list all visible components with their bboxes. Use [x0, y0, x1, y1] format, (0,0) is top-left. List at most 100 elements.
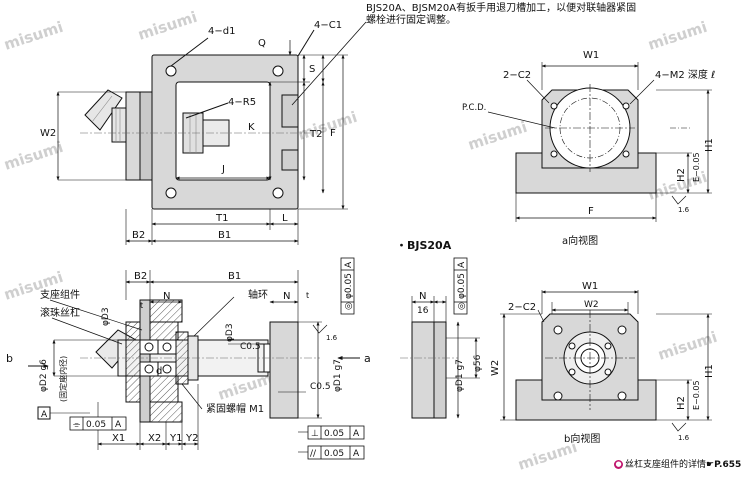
label-16: 16 [417, 306, 429, 316]
detail-link[interactable]: ●丝杠支座组件的详情☛P.655 [614, 457, 741, 470]
tolerance-frame-parallel: // 0.05 A [298, 445, 365, 460]
watermark: misumi [656, 328, 720, 364]
frame-sym: // [310, 449, 317, 459]
label-n1: N [163, 291, 170, 302]
label-d1: φD1 g7 [333, 359, 343, 392]
top-view [56, 21, 367, 245]
label-rough: 1.6 [326, 334, 338, 342]
label-t1: t [140, 301, 143, 310]
label-c2: C0.5 [310, 382, 331, 392]
label-q: Q [258, 38, 266, 49]
label-h1: H1 [704, 138, 715, 152]
label-d: d [156, 366, 162, 377]
label-k: K [248, 122, 255, 133]
watermark: misumi [2, 18, 66, 54]
label-n: N [419, 291, 426, 302]
detail-link-text: 丝杠支座组件的详情 [625, 460, 707, 470]
note-line-2: 螺栓进行固定调整。 [366, 15, 456, 26]
frame-datum: A [457, 261, 467, 268]
label-tap: 4−M2 深度 ℓ [655, 68, 715, 81]
frame-datum: A [353, 449, 360, 459]
label-chamfer: 4−C1 [314, 20, 342, 31]
label-x1: X1 [112, 433, 125, 444]
frame-sym: ⊥ [311, 429, 319, 439]
label-t2: T2 [309, 129, 322, 140]
arrow-icon: ☛ [706, 460, 715, 470]
watermark: misumi [136, 8, 200, 44]
location-pin-icon: ● [614, 460, 623, 469]
frame-tol: 0.05 [324, 449, 344, 459]
a-view-labels: W1 2−C2 4−M2 深度 ℓ P.C.D. H1 H2 E−0.05 F … [462, 50, 715, 247]
label-rough: 1.6 [678, 434, 690, 442]
datum-a: A [41, 410, 48, 420]
tolerance-frame-perpendicular: ⊥ 0.05 A [298, 425, 365, 440]
label-screw: 滚珠丝杠 [40, 306, 80, 319]
label-d2-note: (固定座内径) [58, 356, 68, 402]
label-tol: E−0.05 [692, 380, 701, 410]
label-w1: W1 [583, 50, 599, 61]
watermark: misumi [466, 118, 530, 154]
label-d1: φD1 g7 [455, 359, 465, 392]
bjs20a-labels: ・BJS20A N 16 φD1 g7 φ56 W1 W1 W2 W2 2−C2… [396, 239, 715, 445]
label-s: S [309, 64, 315, 75]
frame-datum: A [353, 429, 360, 439]
label-x2: X2 [148, 433, 161, 444]
bjs20a-b-view [500, 290, 712, 432]
label-f: F [588, 206, 594, 217]
frame-sym: ◎ [457, 302, 467, 310]
drawing-sheet: misumi misumi misumi misumi misumi misum… [2, 3, 741, 474]
label-j: J [221, 164, 225, 175]
label-radius: 4−R5 [228, 97, 256, 108]
technical-drawing: misumi misumi misumi misumi misumi misum… [2, 8, 720, 474]
label-t2: t [306, 291, 309, 300]
section-view [28, 270, 360, 450]
label-d3a: φD3 [101, 307, 111, 326]
label-b2: B2 [132, 230, 145, 241]
label-b1: B1 [218, 230, 231, 241]
frame-datum: A [344, 261, 354, 268]
page-reference: P.655 [714, 460, 741, 470]
label-w2-top: W2 [584, 300, 599, 310]
label-l: L [282, 213, 288, 224]
label-b-arrow: b [6, 352, 13, 365]
top-view-labels: 4−d1 4−C1 4−R5 Q S K J T2 F W2 T1 L B2 B… [40, 20, 342, 241]
label-y2: Y2 [185, 433, 198, 444]
label-d56: φ56 [473, 354, 483, 372]
frame-tol: 0.05 [86, 420, 106, 430]
label-y1: Y1 [169, 433, 182, 444]
label-2c2: 2−C2 [508, 302, 536, 313]
wrench-groove-note: BJS20A、BJSM20A有扳手用退刀槽加工，以便对联轴器紧固 螺栓进行固定调… [366, 3, 656, 27]
tolerance-frame-position: ⌯ 0.05 A [69, 416, 127, 431]
label-f: F [330, 128, 336, 139]
label-2c2: 2−C2 [503, 70, 531, 81]
label-b1: B1 [228, 271, 241, 282]
label-a-arrow: a [364, 352, 371, 365]
watermark: misumi [2, 138, 66, 174]
bjs20a-side [400, 296, 480, 419]
frame-tol: φ0.05 [457, 273, 467, 299]
tolerance-frame-bjs20a: ◎ φ0.05 A [453, 257, 468, 315]
b-view-caption: b向视图 [564, 432, 600, 445]
note-line-1: BJS20A、BJSM20A有扳手用退刀槽加工，以便对联轴器紧固 [366, 3, 637, 14]
label-holes: 4−d1 [208, 26, 235, 37]
section-view-labels: 支座组件 滚珠丝杠 轴环 紧固螺帽 M1 φD3 φD3 φD2 g6 (固定座… [6, 271, 371, 444]
frame-sym: ⌯ [73, 420, 81, 430]
label-n2: N [283, 291, 290, 302]
frame-datum: A [115, 420, 122, 430]
label-pcd: P.C.D. [462, 103, 486, 113]
label-w2: W2 [40, 128, 56, 139]
label-collar: 轴环 [248, 288, 268, 301]
label-rough: 1.6 [678, 206, 690, 214]
a-view [487, 62, 712, 222]
label-h2: H2 [676, 396, 687, 410]
label-w1: W1 [582, 281, 598, 292]
label-support: 支座组件 [40, 288, 80, 301]
label-h1: H1 [704, 364, 715, 378]
label-w2: W2 [490, 360, 501, 376]
label-c1: C0.5 [240, 342, 261, 352]
bjs20a-title: ・BJS20A [396, 239, 452, 252]
frame-tol: φ0.05 [344, 273, 354, 299]
label-tol: E−0.05 [692, 152, 701, 182]
tolerance-frame-coaxial: ◎ φ0.05 A [340, 257, 355, 315]
frame-sym: ◎ [344, 302, 354, 310]
